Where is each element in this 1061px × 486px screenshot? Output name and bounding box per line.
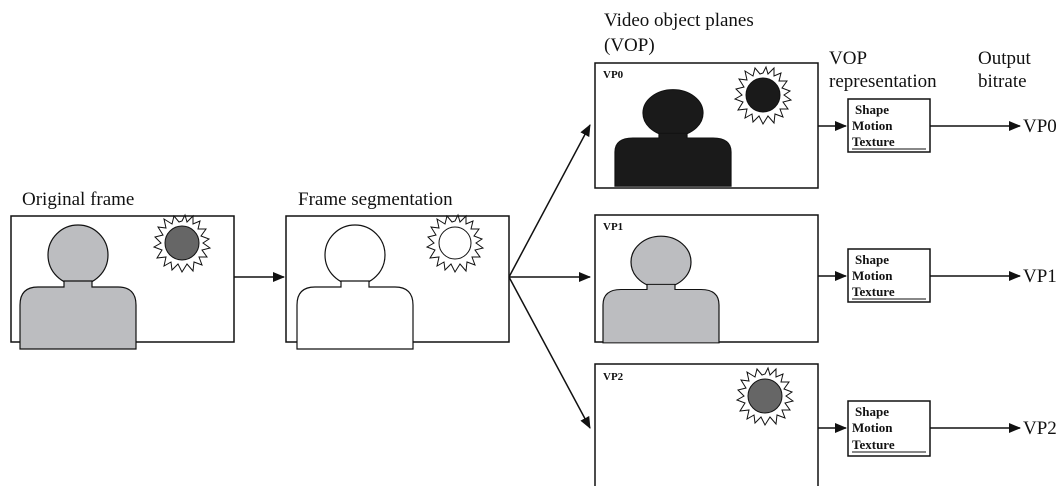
arrow-to-vp2 — [508, 276, 591, 429]
frame-segmentation-label: Frame segmentation — [298, 189, 453, 210]
blob-dark — [734, 66, 792, 125]
vop-plane-vp2: VP2 — [594, 363, 819, 486]
vp0-tag: VP0 — [603, 69, 624, 81]
blob-outline — [426, 214, 484, 273]
original-frame-label: Original frame — [22, 189, 134, 210]
output-vp1: VP1 — [1023, 266, 1057, 287]
output-line1: Output — [978, 48, 1032, 69]
vop-plane-vp0: VP0 — [594, 62, 819, 189]
output-line2: bitrate — [978, 71, 1027, 92]
vop-repr-line2: representation — [829, 71, 937, 92]
texture-label: Texture — [852, 437, 895, 452]
vp1-tag: VP1 — [603, 221, 623, 233]
output-vp0: VP0 — [1023, 116, 1057, 137]
vop-repr-line1: VOP — [829, 48, 867, 69]
original-frame — [10, 214, 235, 350]
blob-gray — [153, 214, 211, 273]
shape-label: Shape — [855, 404, 889, 419]
texture-label: Texture — [852, 134, 895, 149]
representation-box-vp1: Shape Motion Texture — [847, 248, 931, 303]
shape-label: Shape — [855, 252, 889, 267]
output-vp2: VP2 — [1023, 418, 1057, 439]
blob-gray — [736, 367, 794, 426]
vop-plane-vp1: VP1 — [594, 214, 819, 344]
vop-title-line1: Video object planes — [604, 10, 754, 31]
representation-box-vp0: Shape Motion Texture — [847, 98, 931, 153]
segmentation-frame — [285, 214, 510, 350]
motion-label: Motion — [852, 118, 893, 133]
vop-title-line2: (VOP) — [604, 35, 655, 56]
arrow-to-vp0 — [508, 124, 591, 278]
texture-label: Texture — [852, 284, 895, 299]
vp2-tag: VP2 — [603, 371, 624, 383]
motion-label: Motion — [852, 268, 893, 283]
shape-label: Shape — [855, 102, 889, 117]
motion-label: Motion — [852, 420, 893, 435]
representation-box-vp2: Shape Motion Texture — [847, 400, 931, 457]
